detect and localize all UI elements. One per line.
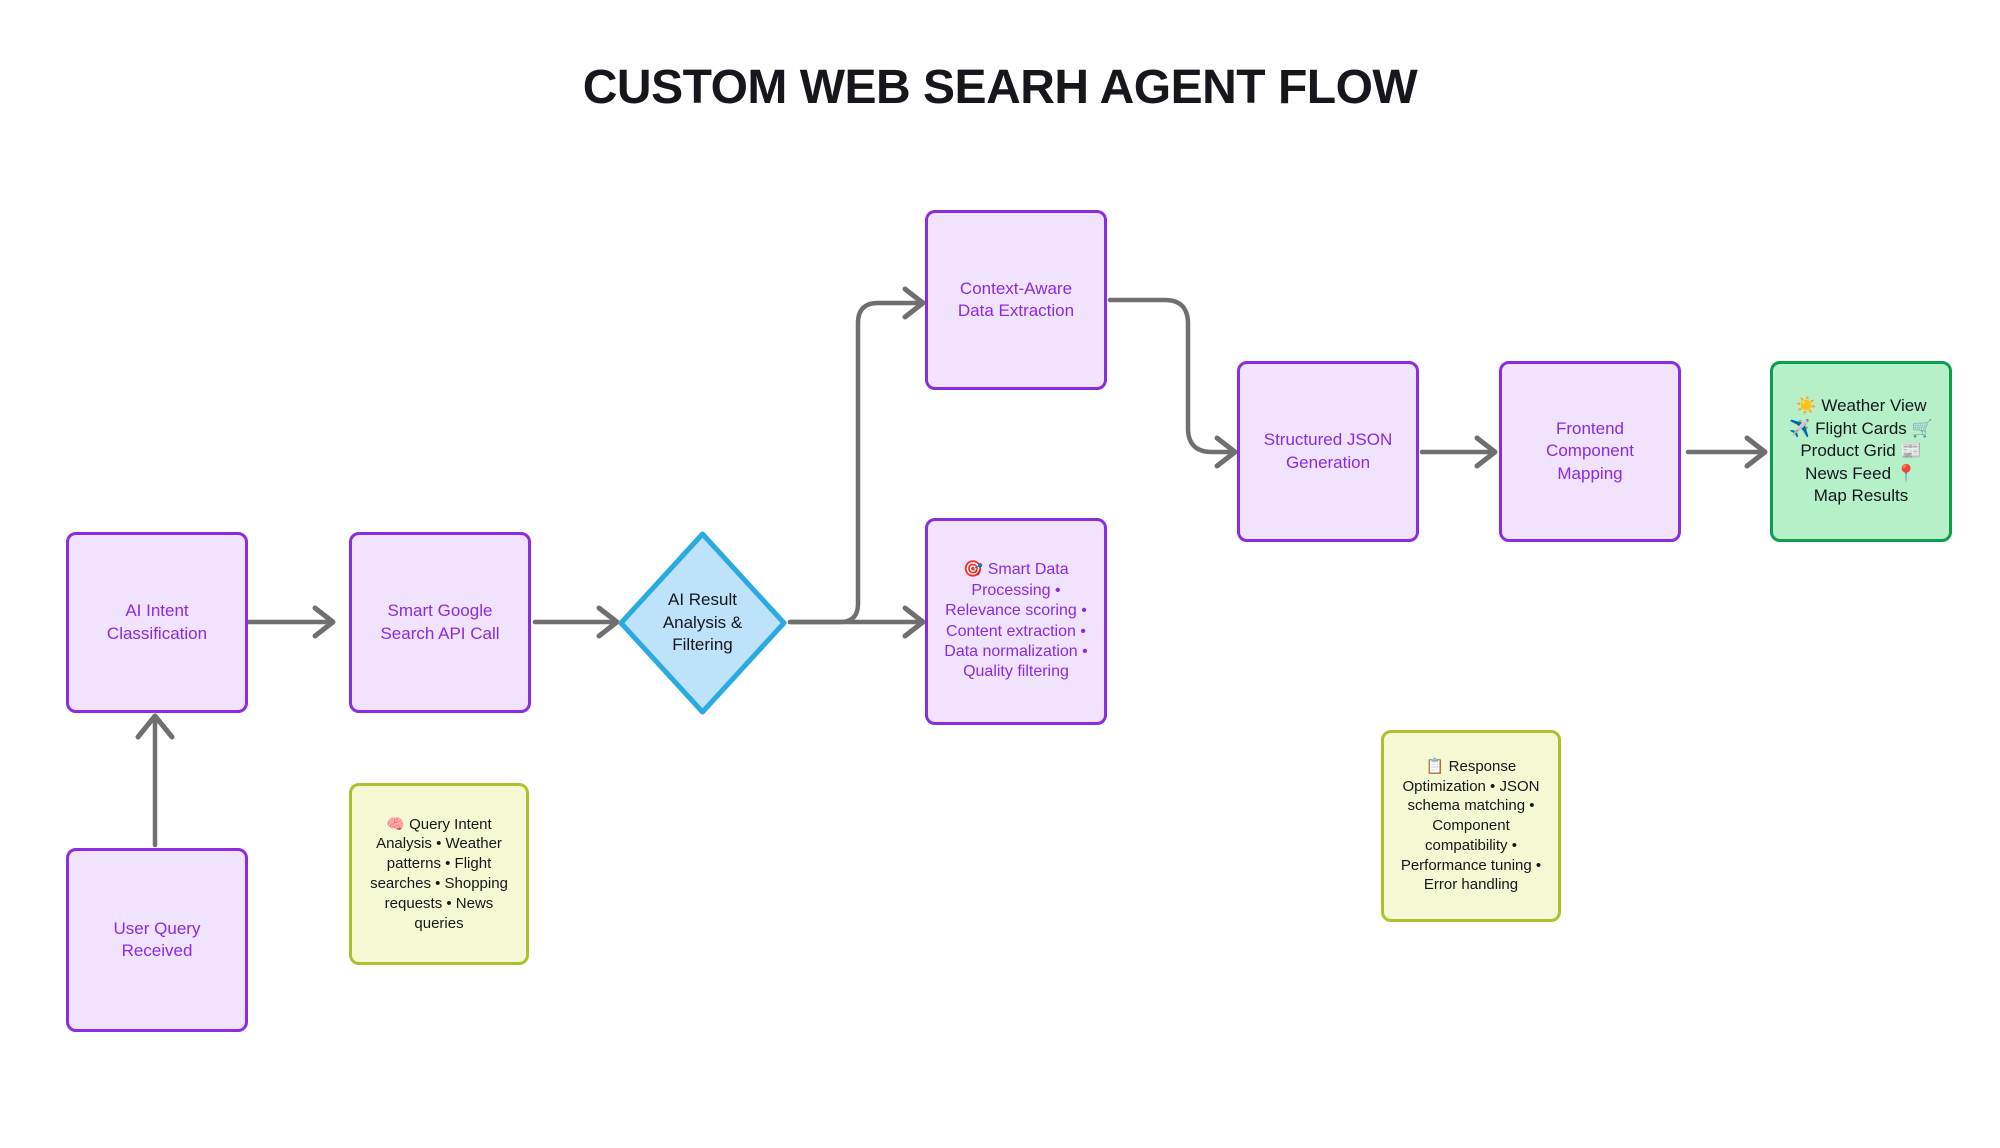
node-user-query-received[interactable]: User Query Received [66,848,248,1032]
note-label: 📋 Response Optimization • JSON schema ma… [1400,757,1542,894]
node-context-aware-data-extraction[interactable]: Context-Aware Data Extraction [925,210,1107,390]
edge-google-search-to-ai-result [532,605,620,639]
node-ai-result-analysis-filtering[interactable]: AI Result Analysis & Filtering [615,528,790,718]
diamond-shape [618,531,787,715]
node-label: Frontend Component Mapping [1546,418,1634,483]
node-structured-json-generation[interactable]: Structured JSON Generation [1237,361,1419,542]
node-label: Smart Google Search API Call [380,601,500,643]
edge-frontend-to-results [1685,435,1768,469]
edge-ai-result-to-smart-data [787,605,926,639]
note-response-optimization[interactable]: 📋 Response Optimization • JSON schema ma… [1381,730,1561,922]
node-smart-google-search-api-call[interactable]: Smart Google Search API Call [349,532,531,713]
node-label: Structured JSON Generation [1263,430,1393,472]
node-label: AI Result Analysis & Filtering [662,590,743,655]
node-label: ☀️ Weather View ✈️ Flight Cards 🛒 Produc… [1789,396,1933,506]
note-label: 🧠 Query Intent Analysis • Weather patter… [370,815,508,932]
node-ai-intent-classification[interactable]: AI Intent Classification [66,532,248,713]
page-title: CUSTOM WEB SEARH AGENT FLOW [582,61,1418,114]
node-label: User Query Received [113,918,201,960]
node-label: AI Intent Classification [106,601,208,643]
edge-structured-json-to-frontend [1419,435,1498,469]
node-label: 🎯 Smart Data Processing • Relevance scor… [944,561,1088,681]
node-label: Context-Aware Data Extraction [957,278,1075,320]
edge-ai-result-to-context-aware [787,286,926,625]
note-query-intent-analysis[interactable]: 🧠 Query Intent Analysis • Weather patter… [349,783,529,965]
node-results-output[interactable]: ☀️ Weather View ✈️ Flight Cards 🛒 Produc… [1770,361,1952,542]
edge-ai-intent-to-google-search [245,605,336,639]
edge-user-query-to-ai-intent [135,713,175,848]
node-frontend-component-mapping[interactable]: Frontend Component Mapping [1499,361,1681,542]
edge-context-aware-to-structured-json [1107,297,1238,469]
node-smart-data-processing[interactable]: 🎯 Smart Data Processing • Relevance scor… [925,518,1107,725]
